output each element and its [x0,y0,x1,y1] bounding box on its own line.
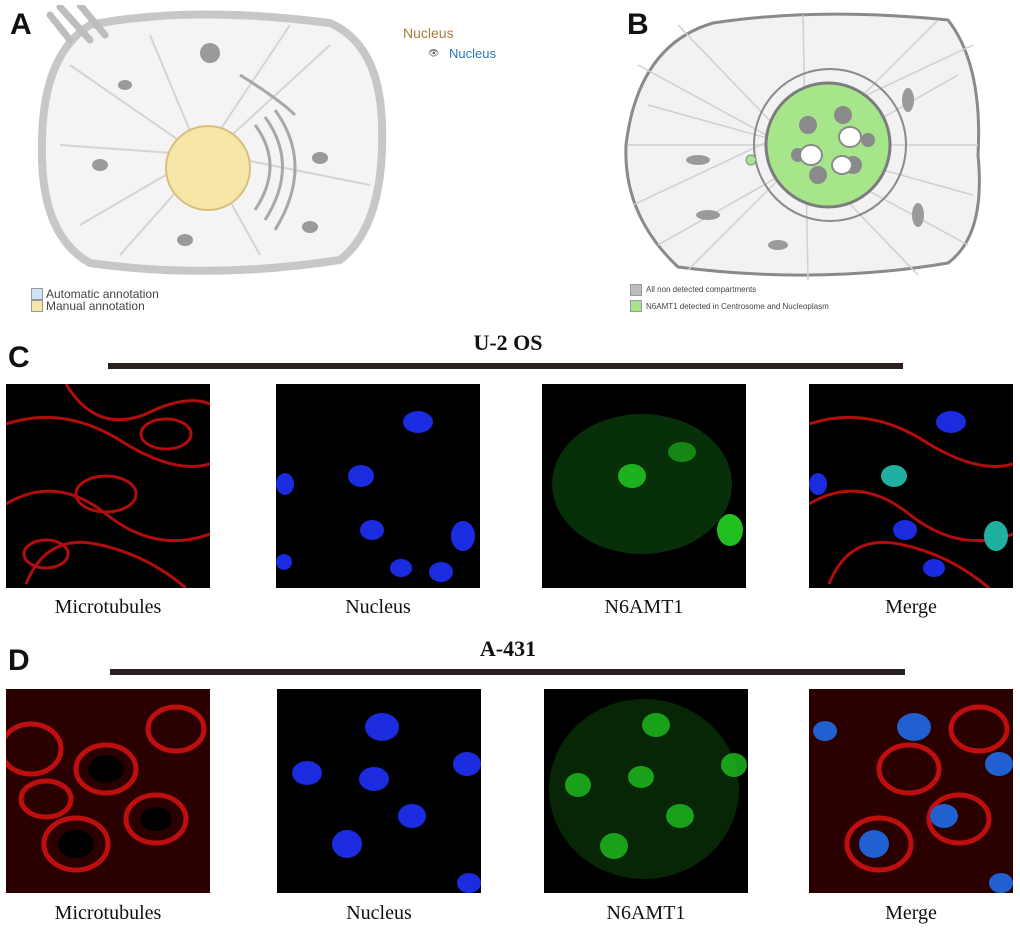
cell-diagram-b [624,12,981,281]
micrograph-c-n6amt1 [542,384,746,588]
title-rule-c [108,363,903,369]
caption-d-nucleus: Nucleus [346,902,412,924]
legend-manual-annotation: Manual annotation [46,299,145,313]
panel-letter-d: D [8,644,30,677]
detected-nucleoplasm [764,81,892,209]
caption-d-n6amt1: N6AMT1 [606,902,686,924]
eye-icon[interactable]: 👁 [428,48,440,58]
title-rule-d [110,669,905,675]
highlighted-nucleus [165,125,251,211]
micrograph-d-n6amt1 [544,689,748,893]
panel-letter-b: B [627,8,649,41]
caption-c-microtubules: Microtubules [54,596,162,618]
caption-d-merge: Merge [885,902,937,924]
micrograph-c-microtubules [6,384,210,588]
legend-swatch-manual [31,300,43,312]
micrograph-d-merge [809,689,1013,893]
legend-automatic-annotation: Automatic annotation [46,287,159,301]
cell-diagram-a [37,5,387,275]
caption-c-nucleus: Nucleus [345,596,411,618]
panel-letter-a: A [10,8,32,41]
micrograph-c-merge [809,384,1013,588]
legend-swatch-detected [630,300,642,312]
panel-letter-c: C [8,341,30,374]
nucleus-label-sub[interactable]: Nucleus [449,46,496,61]
legend-swatch-non-detected [630,284,642,296]
caption-c-merge: Merge [885,596,937,618]
micrograph-d-microtubules [6,689,210,893]
legend-detected: N6AMT1 detected in Centrosome and Nucleo… [646,302,829,311]
caption-c-n6amt1: N6AMT1 [604,596,684,618]
micrograph-d-nucleus [277,689,481,893]
micrograph-c-nucleus [276,384,480,588]
nucleus-label-main: Nucleus [403,25,454,41]
detected-centrosome [745,154,757,166]
legend-swatch-automatic [31,288,43,300]
legend-non-detected: All non detected compartments [646,285,757,294]
cell-line-title-c: U-2 OS [473,330,543,355]
caption-d-microtubules: Microtubules [54,902,162,924]
cell-line-title-d: A-431 [479,636,537,661]
